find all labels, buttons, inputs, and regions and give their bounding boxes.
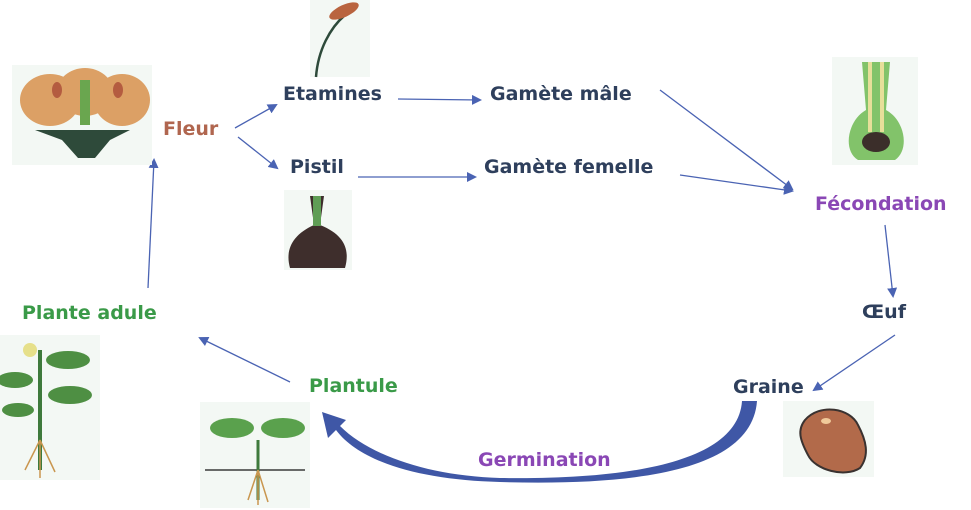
seed-image [783, 401, 874, 477]
stamen-image [310, 0, 370, 78]
arrow-gamete-femelle-fecondation [679, 174, 794, 195]
label-etamines: Etamines [283, 83, 382, 105]
flower-image [12, 65, 152, 165]
arrow-fleur-pistil [237, 136, 279, 170]
seedling-image [200, 402, 310, 508]
arrow-plantule-plante-adulte [198, 337, 291, 383]
label-germination: Germination [478, 449, 611, 471]
label-gamete-femelle: Gamète femelle [484, 156, 654, 178]
label-plante-adulte: Plante adule [22, 302, 157, 324]
fecondation-image [832, 57, 918, 165]
label-plantule: Plantule [309, 375, 398, 397]
label-gamete-male: Gamète mâle [490, 83, 632, 105]
label-fleur: Fleur [163, 118, 219, 140]
arrow-oeuf-graine [812, 334, 896, 392]
arrow-fleur-etamines [234, 104, 278, 129]
adult-plant-image [0, 335, 100, 480]
label-graine: Graine [733, 376, 804, 398]
label-oeuf: Œuf [862, 301, 906, 323]
arrow-etamines-gamete-male [397, 94, 482, 105]
label-fecondation: Fécondation [815, 193, 947, 215]
arrow-gamete-male-fecondation [659, 89, 794, 191]
arrow-plante-adulte-fleur [147, 158, 159, 289]
pistil-image [284, 190, 352, 270]
label-pistil: Pistil [290, 156, 344, 178]
arrow-fecondation-oeuf [884, 224, 898, 298]
